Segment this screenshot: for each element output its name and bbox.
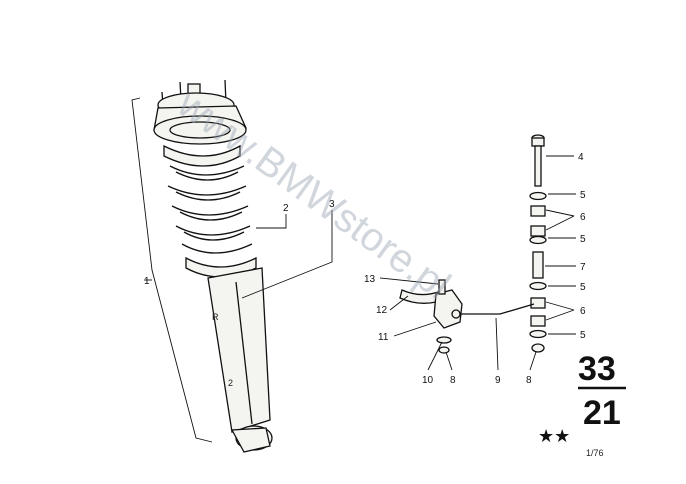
stabilizer-assembly xyxy=(399,134,547,354)
callout-8a: 8 xyxy=(450,375,456,386)
callout-5c: 5 xyxy=(580,282,586,293)
callout-7: 7 xyxy=(580,262,586,273)
callout-5b: 5 xyxy=(580,234,586,245)
callout-12: 12 xyxy=(376,305,388,316)
strut-assembly: R 2 xyxy=(131,79,273,453)
callout-1: 1 xyxy=(144,276,150,287)
callout-9: 9 xyxy=(495,375,501,386)
callout-6b: 6 xyxy=(580,306,586,317)
callout-11: 11 xyxy=(378,332,389,343)
group-main: 33 xyxy=(578,350,616,388)
callout-8b: 8 xyxy=(526,375,532,386)
callout-13: 13 xyxy=(364,274,376,285)
callout-10: 10 xyxy=(422,375,434,386)
leader-lines xyxy=(144,155,576,371)
callout-4: 4 xyxy=(578,152,584,163)
stars-marker: ★★ xyxy=(538,426,570,447)
callout-5d: 5 xyxy=(580,330,586,341)
callout-6a: 6 xyxy=(580,212,586,223)
svg-text:2: 2 xyxy=(228,378,233,388)
reference-code: 1/76 xyxy=(586,448,604,458)
callout-2: 2 xyxy=(283,203,289,214)
callout-labels: 1 2 3 4 5 5 6 5 7 5 6 5 13 12 11 10 8 9 … xyxy=(144,152,586,386)
callout-3: 3 xyxy=(329,199,335,210)
group-number: 33 21 xyxy=(578,350,626,432)
callout-5a: 5 xyxy=(580,190,586,201)
group-sub: 21 xyxy=(583,394,621,432)
svg-text:R: R xyxy=(212,312,219,322)
